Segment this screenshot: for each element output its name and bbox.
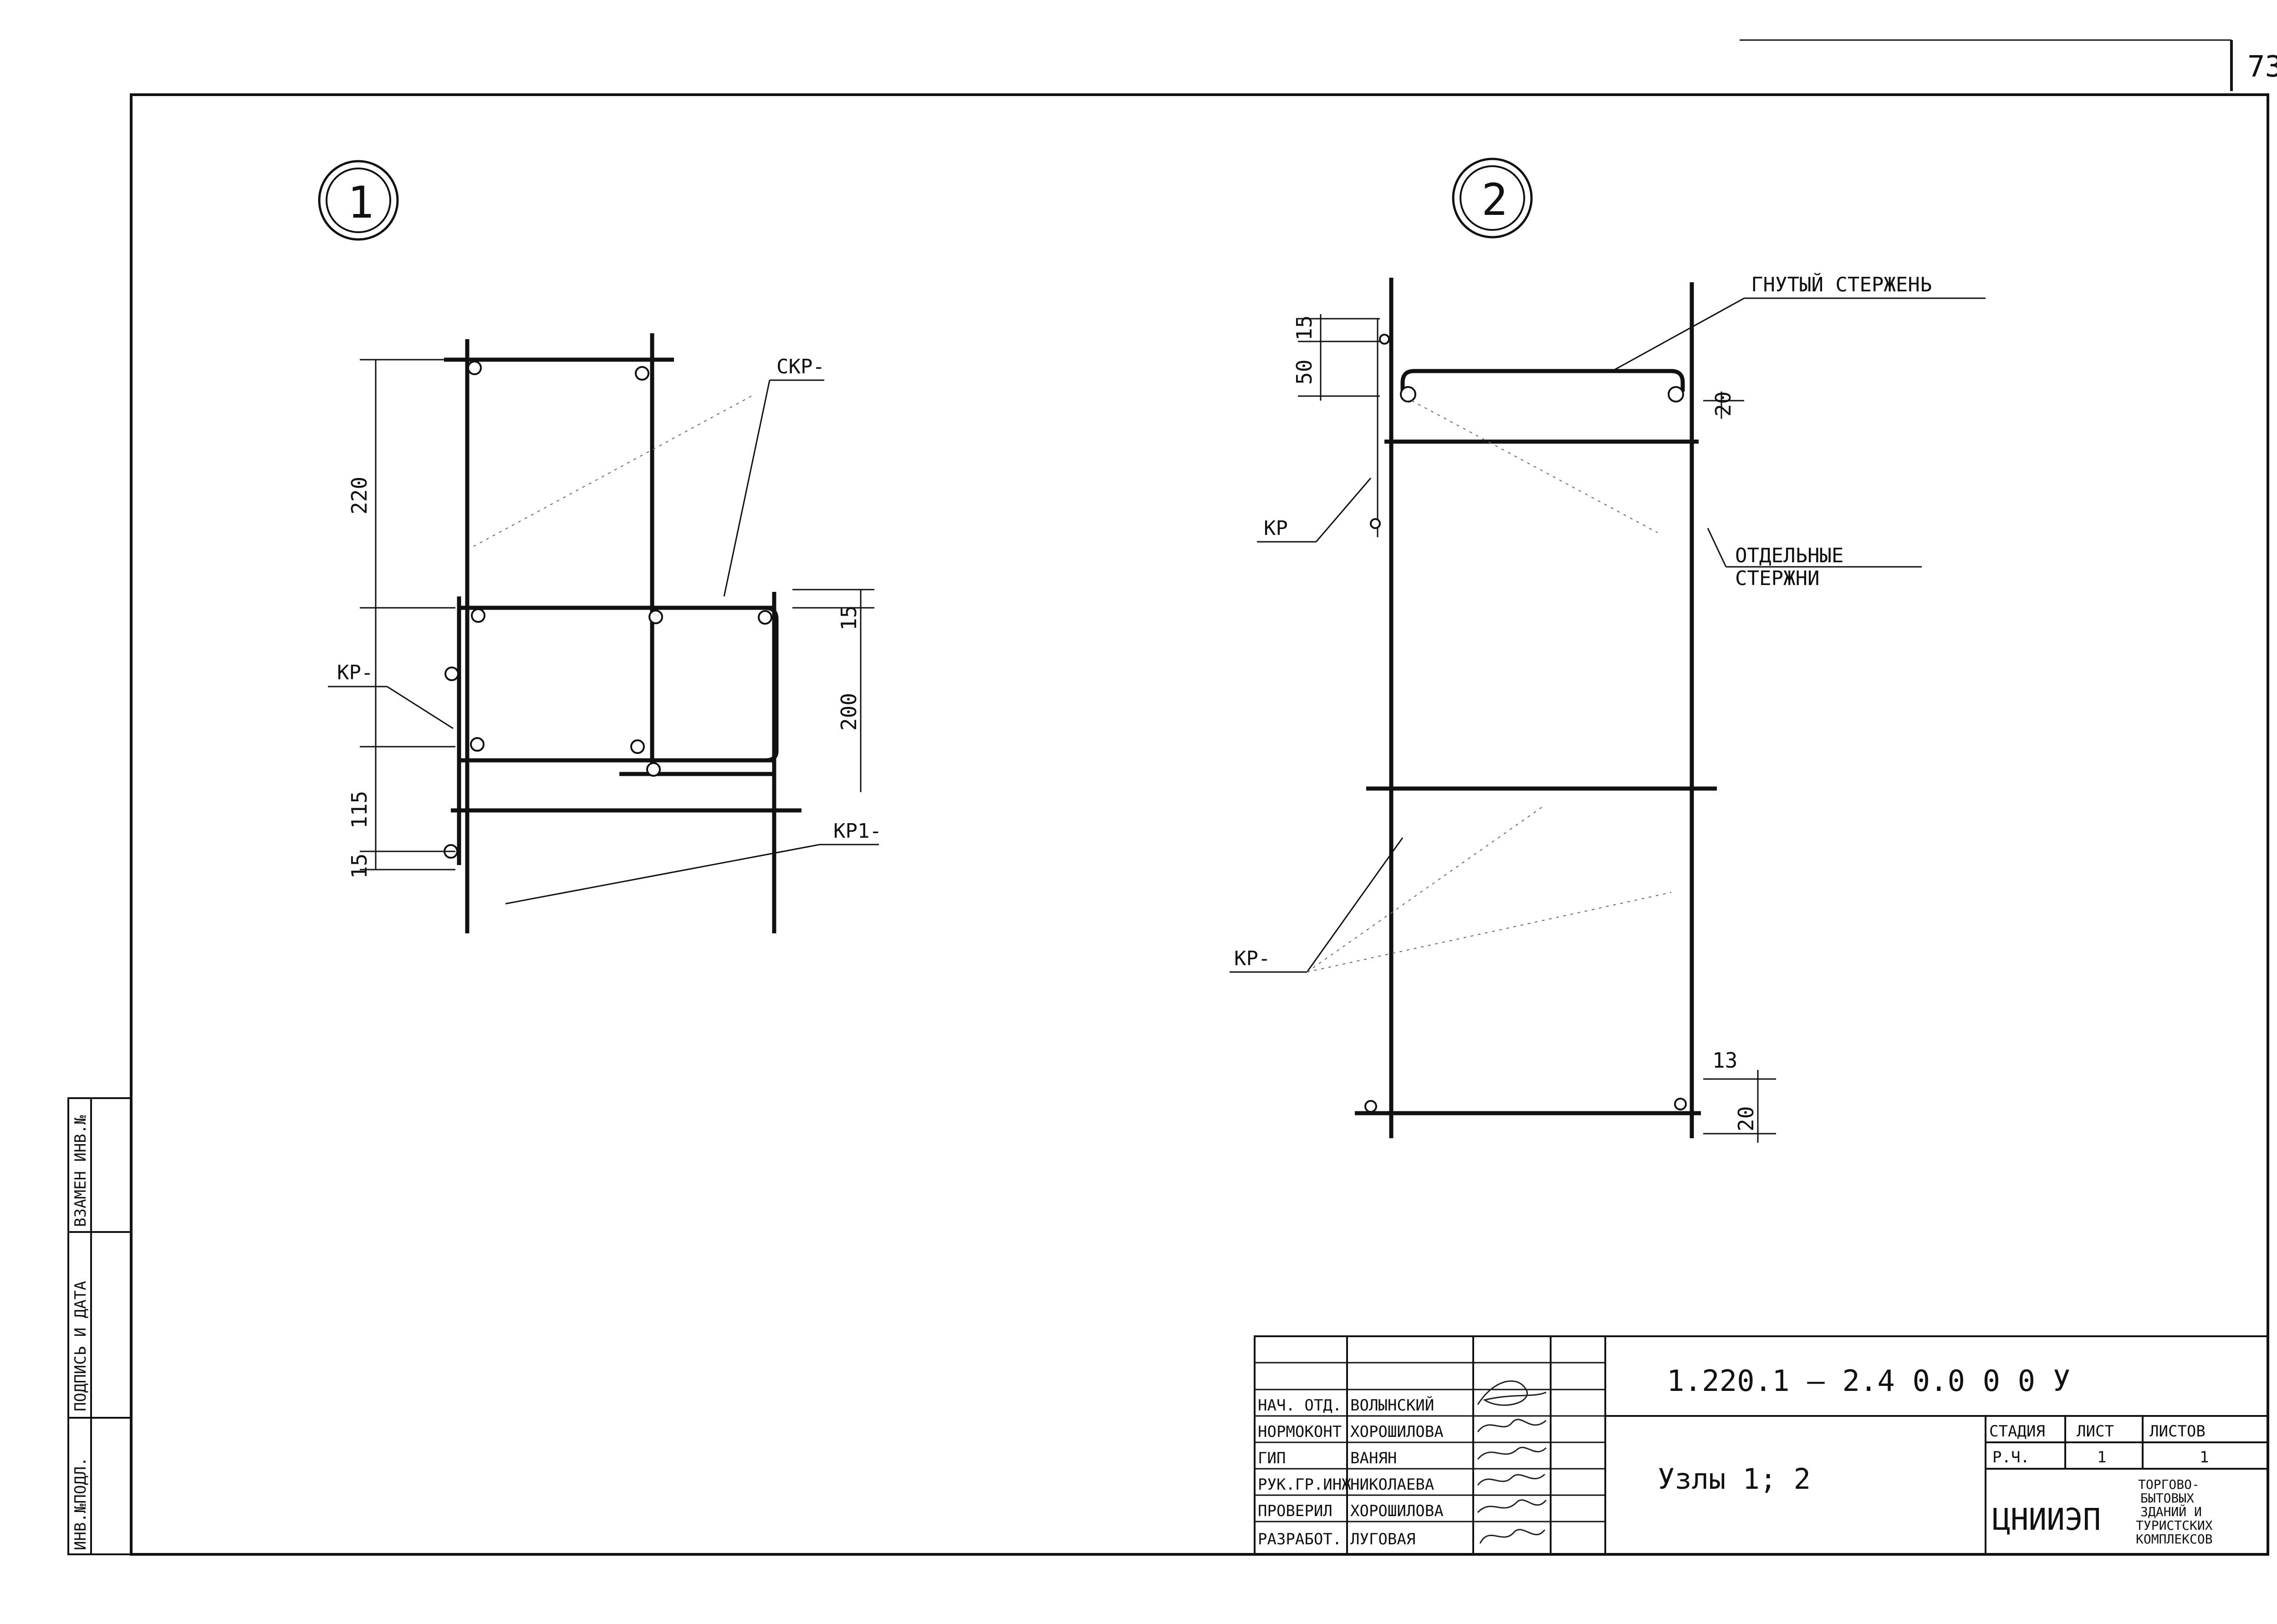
sheet-number: 73 [2247,50,2277,84]
node-2: 2 15 50 20 13 20 [1230,158,1986,1143]
node-2-label-separate-1: ОТДЕЛЬНЫЕ [1735,544,1843,567]
staff-name-2: ХОРОШИЛОВА [1350,1423,1444,1441]
node-2-label-bent-bar: ГНУТЫЙ СТЕРЖЕНЬ [1751,272,1932,296]
node-1-dim-15-right: 15 [837,606,861,631]
node-1-label-skr: СКР- [776,355,825,378]
org-line-1: ТОРГОВО- [2138,1477,2200,1492]
side-stamp: ИНВ.№ПОДЛ. ПОДПИСЬ И ДАТА ВЗАМЕН ИНВ.№ [67,1097,132,1555]
sheet-title: Узлы 1; 2 [1658,1462,1811,1496]
staff-name-5: ХОРОШИЛОВА [1350,1502,1444,1520]
staff-role-4: РУК.ГР.ИНЖ [1258,1476,1351,1494]
signature-2 [1477,1419,1547,1432]
staff-name-6: ЛУГОВАЯ [1350,1530,1415,1548]
node-2-label-separate-2: СТЕРЖНИ [1735,567,1819,590]
drawing-frame [130,93,2269,1556]
staff-role-1: НАЧ. ОТД. [1258,1396,1342,1415]
staff-name-3: ВАНЯН [1350,1449,1397,1467]
node-1-marker-inner [326,168,391,233]
sheet-value: 1 [2097,1448,2106,1466]
stamp-inv-number: ИНВ.№ПОДЛ. [71,1457,90,1550]
node-1-label-kr1: КР1- [833,820,882,843]
org-line-5: КОМПЛЕКСОВ [2136,1532,2213,1547]
sheets-value: 1 [2200,1448,2209,1466]
staff-role-2: НОРМОКОНТ [1258,1423,1342,1441]
org-line-2: БЫТОВЫХ [2140,1491,2194,1506]
node-1-number: 1 [347,177,374,228]
node-2-number: 2 [1481,174,1508,225]
signature-6 [1479,1529,1546,1544]
staff-role-3: ГИП [1258,1449,1286,1467]
org-line-3: ЗДАНИЙ И [2140,1504,2202,1519]
stage-header: СТАДИЯ [1989,1422,2045,1441]
sheets-header: ЛИСТОВ [2149,1422,2206,1441]
staff-name-1: ВОЛЫНСКИЙ [1350,1396,1434,1415]
node-2-label-kr-bottom: КР- [1234,947,1270,970]
org-name: ЦНИИЭП [1992,1502,2101,1537]
node-2-marker-outer [1452,158,1533,239]
signature-4 [1477,1473,1546,1486]
node-1-label-kr-left: КР- [337,661,373,684]
doc-code: 1.220.1 — 2.4 0.0 0 0 У [1667,1364,2070,1398]
node-2-dim-50: 50 [1292,360,1317,385]
org-line-4: ТУРИСТСКИХ [2136,1518,2213,1533]
node-2-dim-15: 15 [1292,316,1317,341]
stamp-signature-date: ПОДПИСЬ И ДАТА [71,1281,90,1411]
node-2-label-kr-top: КР [1264,517,1288,540]
staff-role-6: РАЗРАБОТ. [1258,1530,1342,1548]
node-1-dim-115: 115 [347,791,372,829]
node-2-dim-20-top: 20 [1711,392,1736,417]
node-2-dim-13: 13 [1712,1048,1737,1073]
signature-1 [1477,1380,1547,1406]
sheet-header: ЛИСТ [2077,1422,2114,1441]
title-block: 1.220.1 — 2.4 0.0 0 0 У Узлы 1; 2 СТАДИЯ… [1254,1335,2269,1555]
node-1: 1 220 115 15 [318,160,882,933]
node-2-dim-20-bottom: 20 [1734,1106,1758,1131]
node-1-dim-15-left: 15 [347,854,372,879]
signature-3 [1477,1446,1547,1460]
node-1-dim-200: 200 [837,693,861,731]
node-2-marker-inner [1460,165,1525,231]
node-1-marker-outer [318,160,399,241]
signature-5 [1477,1499,1547,1513]
stamp-replaces-inv: ВЗАМЕН ИНВ.№ [71,1115,90,1227]
staff-name-4: НИКОЛАЕВА [1350,1476,1434,1494]
stage-value: Р.Ч. [1992,1448,2030,1466]
staff-role-5: ПРОВЕРИЛ [1258,1502,1333,1520]
node-1-dim-220: 220 [347,477,372,514]
